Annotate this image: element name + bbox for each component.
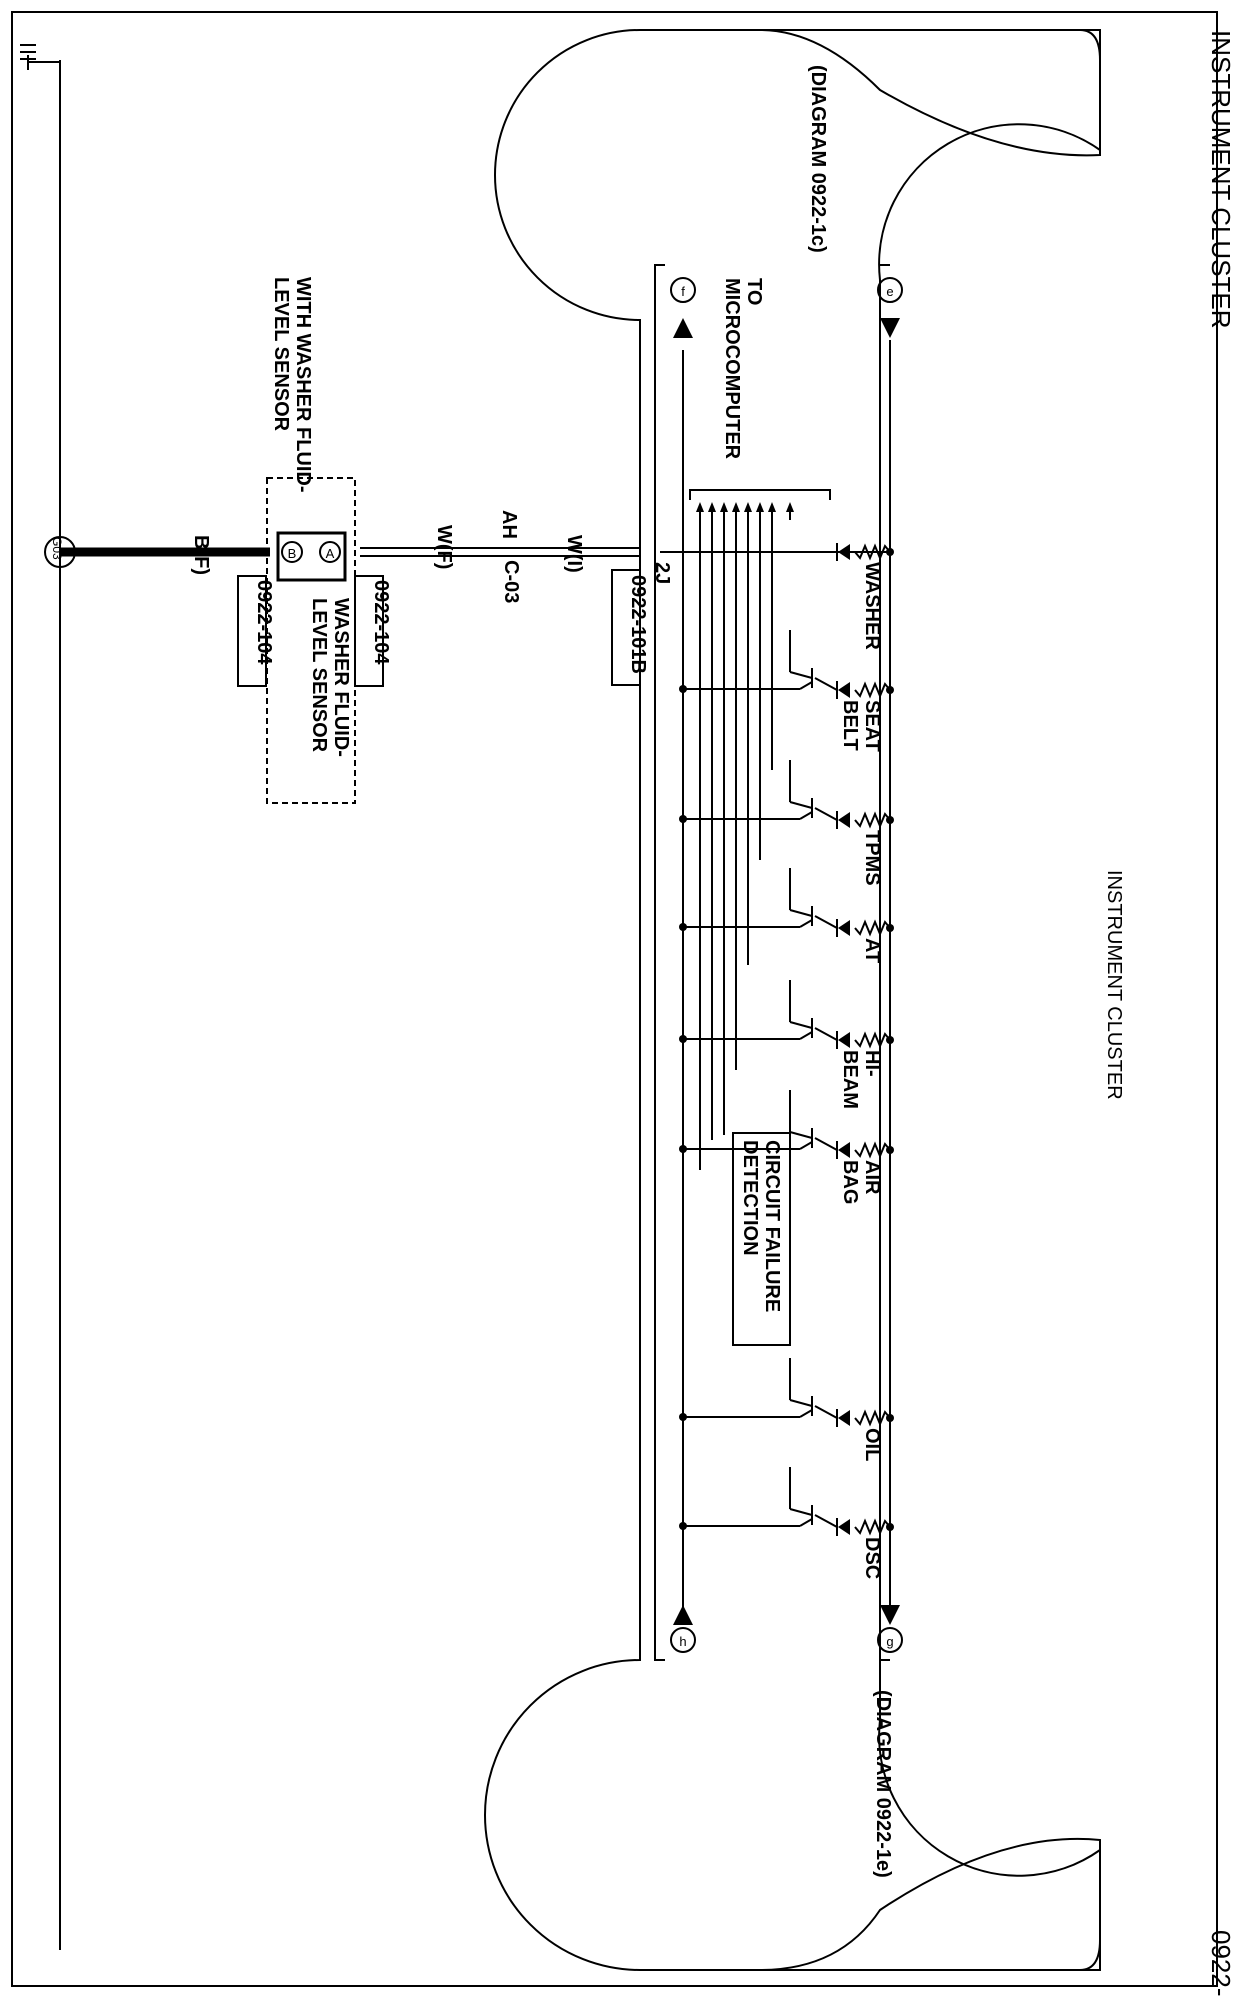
connector-g: g — [877, 1605, 903, 1653]
cluster-outline-right — [760, 29, 1101, 1971]
svg-text:A: A — [326, 546, 335, 561]
svg-text:W(F): W(F) — [433, 525, 455, 569]
svg-text:LEVEL SENSOR: LEVEL SENSOR — [308, 598, 330, 753]
svg-text:0922-104: 0922-104 — [370, 580, 392, 665]
indicator-label: SEAT — [861, 700, 883, 752]
svg-text:WASHER FLUID-: WASHER FLUID- — [330, 598, 352, 757]
svg-text:0922-104: 0922-104 — [253, 580, 275, 665]
indicator-label: BEAM — [839, 1050, 861, 1109]
indicator-label: DSC — [861, 1537, 883, 1579]
indicator-channel: TPMS — [679, 760, 894, 886]
indicator-channel: OIL — [679, 1358, 894, 1461]
indicator-channel: AT — [679, 868, 894, 963]
ground-wire: B(F) G03 — [44, 535, 270, 575]
indicator-label: BAG — [839, 1160, 861, 1204]
indicator-label: HI- — [861, 1050, 883, 1077]
micro-brace — [689, 489, 831, 500]
indicator-label: WASHER — [861, 562, 883, 650]
svg-text:CIRCUIT FAILURE: CIRCUIT FAILURE — [761, 1140, 783, 1312]
page-title: INSTRUMENT CLUSTER — [1206, 30, 1236, 329]
svg-text:e: e — [886, 284, 893, 299]
indicator-channel: WASHER — [660, 543, 894, 650]
connector-f: f — [670, 277, 696, 338]
svg-text:2J: 2J — [651, 562, 673, 584]
svg-text:WITH WASHER FLUID-: WITH WASHER FLUID- — [292, 277, 314, 493]
microcomputer-label: MICROCOMPUTER — [721, 278, 743, 460]
ref-top: (DIAGRAM 0922-1c) — [807, 65, 829, 253]
micro-arrows — [696, 502, 794, 1170]
indicator-channel: HI-BEAM — [679, 980, 894, 1109]
svg-text:h: h — [679, 1634, 686, 1649]
ref-bottom: (DIAGRAM 0922-1e) — [872, 1690, 894, 1878]
to-label: TO — [743, 278, 765, 305]
page-border — [11, 11, 1218, 1987]
svg-text:DETECTION: DETECTION — [739, 1140, 761, 1256]
svg-text:0922-101B: 0922-101B — [627, 575, 649, 674]
page-code: 0922-1d — [1206, 1930, 1236, 1998]
external-wiring: 2J 0922-101B W(I) AH C-03 W(F) — [360, 510, 890, 686]
svg-text:f: f — [681, 284, 685, 299]
indicator-label: AIR — [861, 1160, 883, 1195]
svg-text:AH: AH — [498, 510, 520, 539]
cluster-outline — [484, 29, 1101, 1971]
indicator-label: TPMS — [861, 830, 883, 886]
connector-e: e — [877, 277, 903, 338]
svg-text:LEVEL SENSOR: LEVEL SENSOR — [270, 277, 292, 432]
washer-sensor-block: A B 0922-104 WASHER FLUID- LEVEL SENSOR … — [237, 277, 392, 804]
indicator-label: BELT — [839, 700, 861, 751]
indicator-channel: DSC — [679, 1467, 894, 1579]
svg-text:G03: G03 — [50, 537, 64, 560]
svg-text:W(I): W(I) — [563, 535, 585, 573]
svg-text:g: g — [886, 1634, 893, 1649]
indicator-label: OIL — [861, 1428, 883, 1461]
circuit-failure-box: CIRCUIT FAILURE DETECTION — [732, 1132, 791, 1346]
brace-left — [654, 264, 665, 1661]
ground-bus — [20, 44, 61, 1950]
svg-text:C-03: C-03 — [500, 560, 522, 603]
cluster-label: INSTRUMENT CLUSTER — [1103, 870, 1125, 1100]
connector-h: h — [670, 1605, 696, 1653]
indicator-label: AT — [861, 938, 883, 963]
svg-text:B(F): B(F) — [190, 535, 212, 575]
svg-text:B: B — [288, 546, 297, 561]
brace-right — [880, 264, 890, 1661]
